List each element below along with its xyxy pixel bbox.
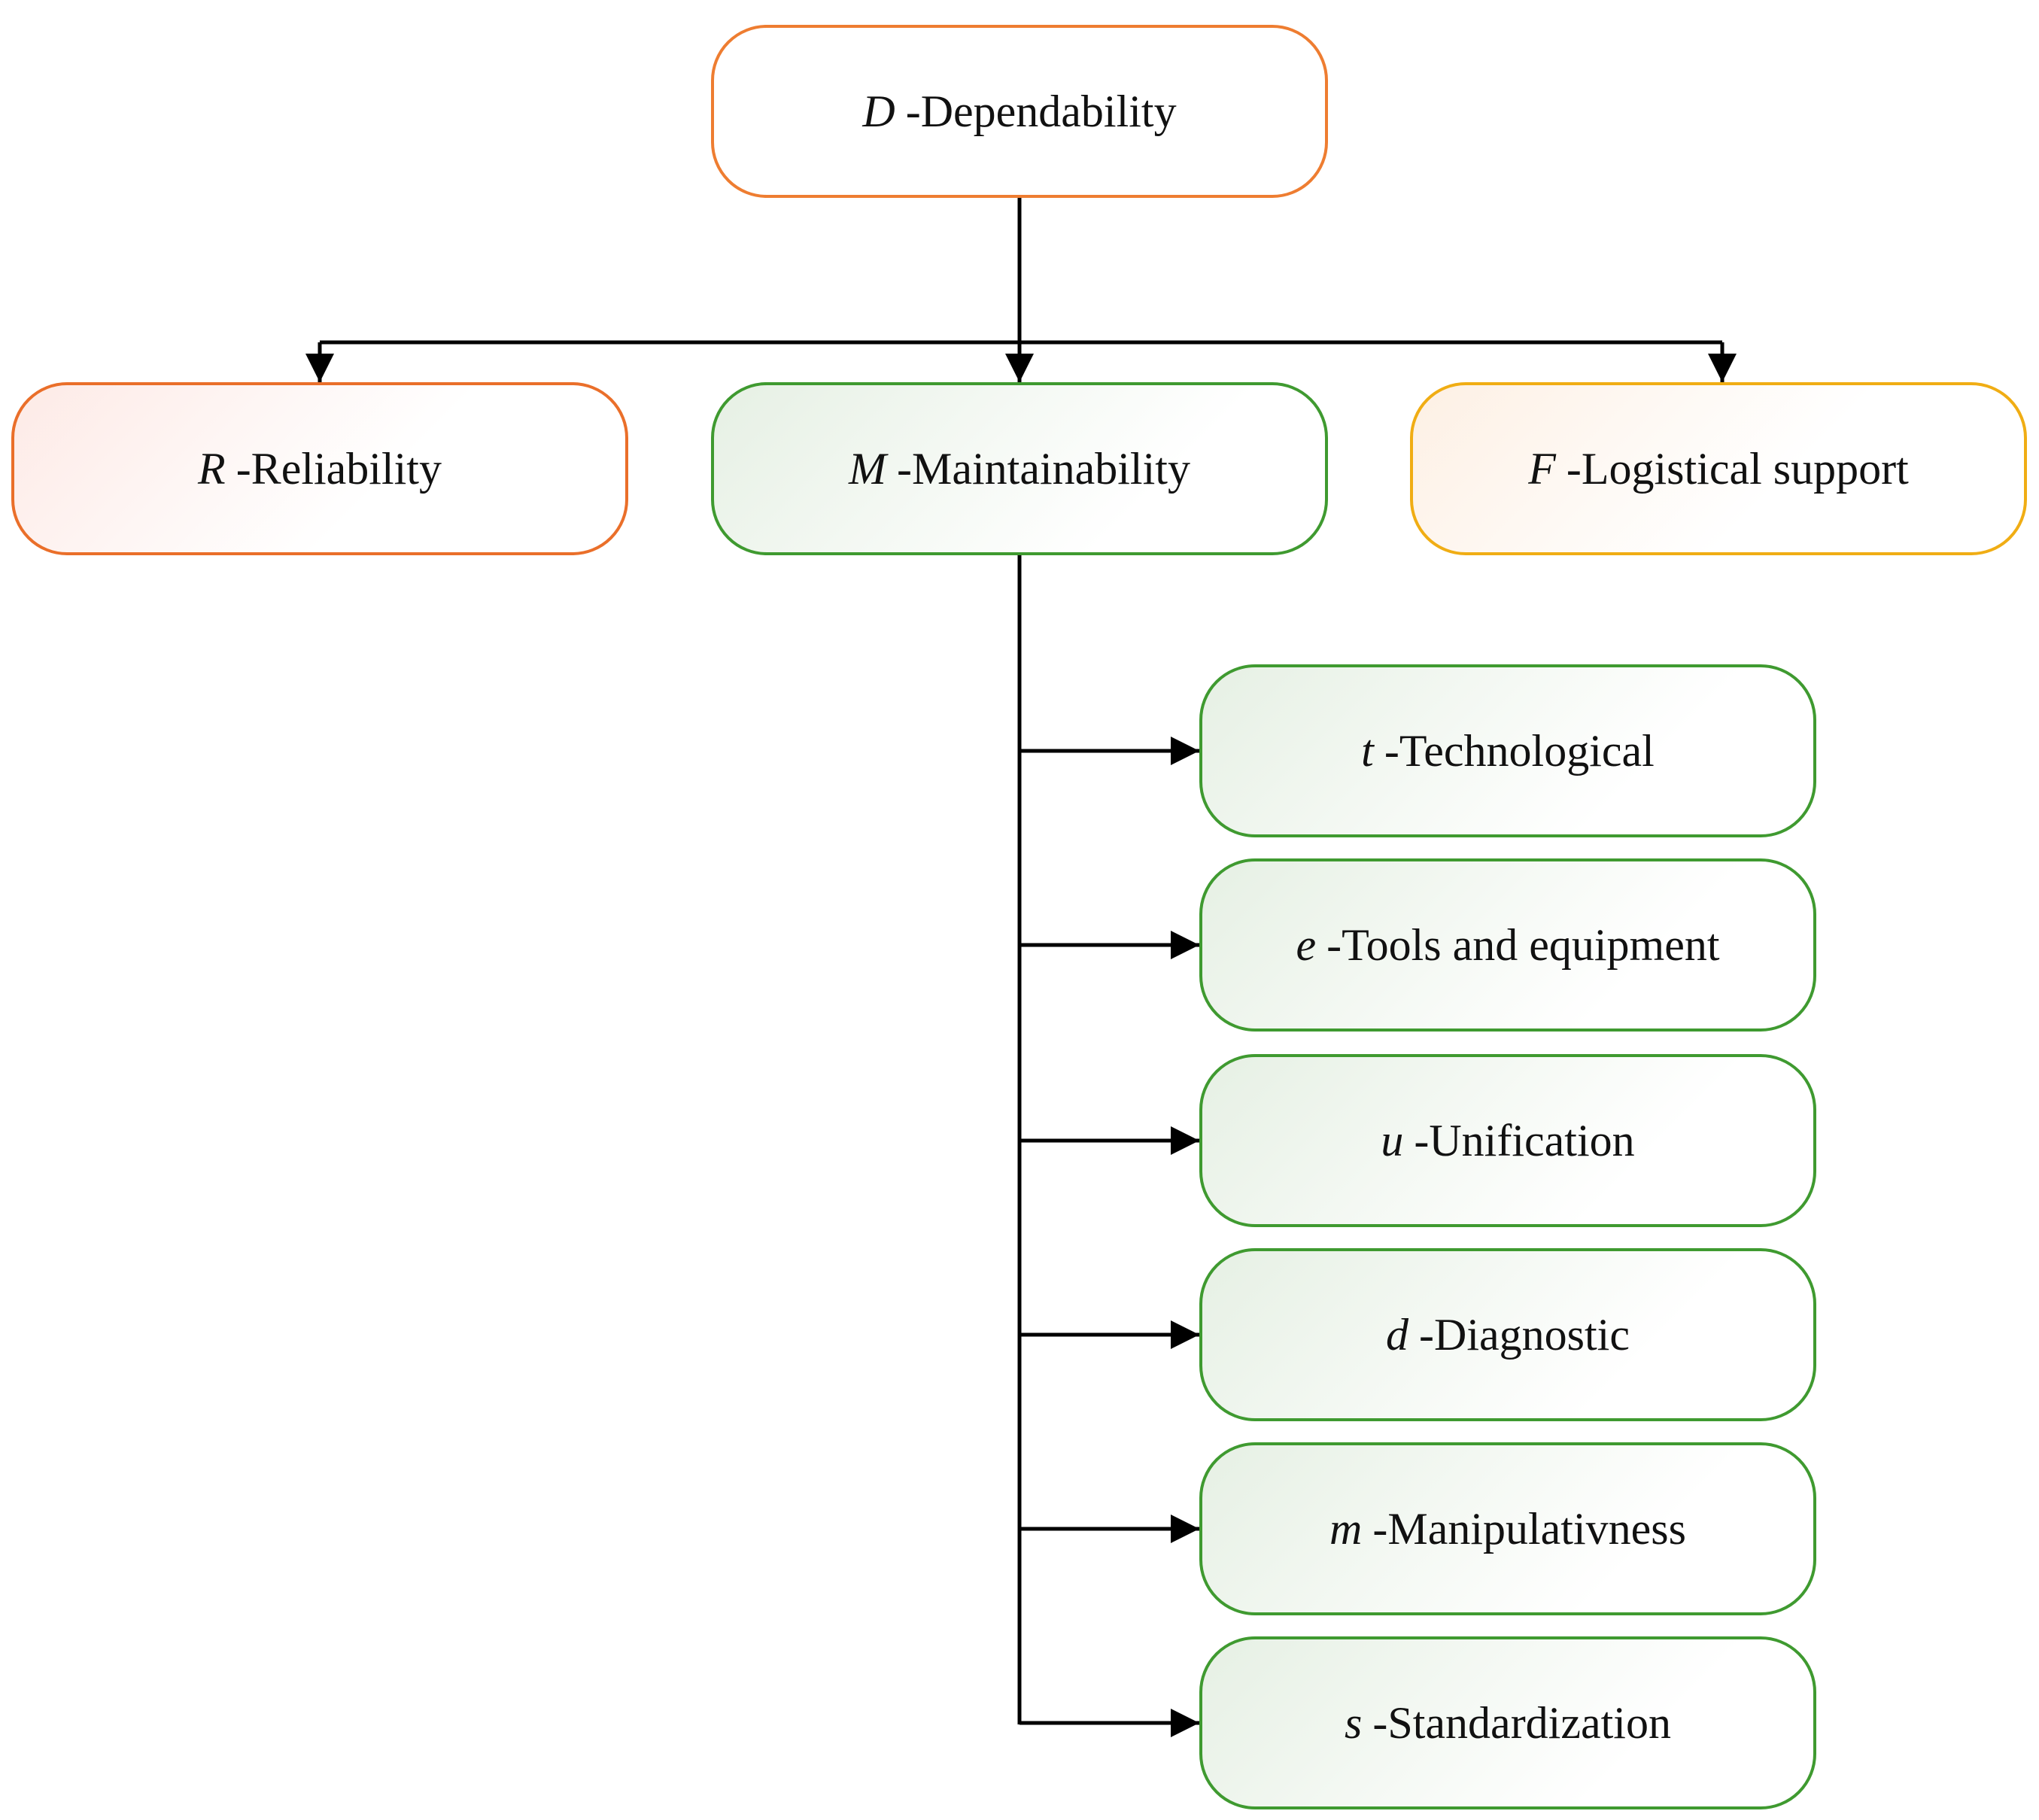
node-manipulativness: m -Manipulativness (1199, 1442, 1816, 1615)
node-label: -Maintainability (897, 443, 1190, 494)
node-symbol: s (1345, 1697, 1363, 1748)
node-symbol: m (1329, 1503, 1363, 1554)
node-label: -Dependability (905, 86, 1177, 136)
node-tools-and-equipment: e -Tools and equipment (1199, 858, 1816, 1032)
node-label: -Technological (1384, 725, 1655, 776)
node-label: -Unification (1414, 1115, 1635, 1165)
node-symbol: R (198, 443, 226, 494)
node-symbol: t (1361, 725, 1374, 776)
node-label: -Reliability (236, 443, 442, 494)
node-symbol: e (1296, 919, 1317, 970)
node-diagnostic: d -Diagnostic (1199, 1248, 1816, 1421)
node-label: -Tools and equipment (1326, 919, 1720, 970)
node-unification: u -Unification (1199, 1054, 1816, 1227)
node-label: -Diagnostic (1419, 1309, 1630, 1360)
node-maintainability: M -Maintainability (711, 382, 1328, 555)
node-symbol: F (1528, 443, 1556, 494)
node-label: -Manipulativness (1372, 1503, 1686, 1554)
node-technological: t -Technological (1199, 664, 1816, 837)
node-symbol: u (1381, 1115, 1404, 1165)
node-symbol: D (862, 86, 895, 136)
node-label: -Standardization (1372, 1697, 1671, 1748)
node-symbol: d (1386, 1309, 1409, 1360)
node-dependability: D -Dependability (711, 25, 1328, 198)
node-symbol: M (849, 443, 887, 494)
node-label: -Logistical support (1566, 443, 1909, 494)
node-reliability: R -Reliability (11, 382, 628, 555)
node-standardization: s -Standardization (1199, 1636, 1816, 1809)
node-logistical-support: F -Logistical support (1410, 382, 2027, 555)
